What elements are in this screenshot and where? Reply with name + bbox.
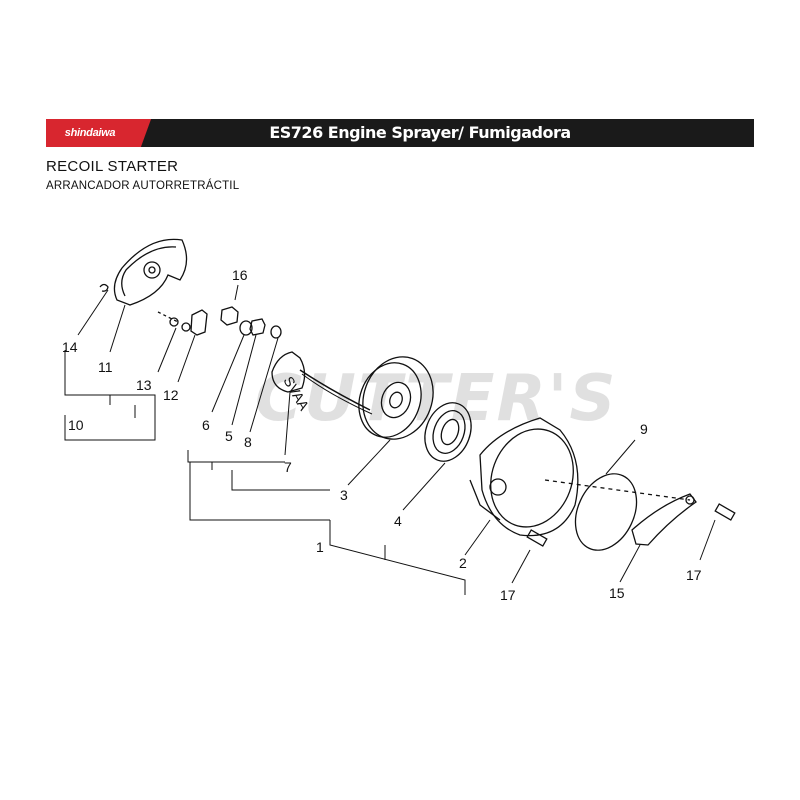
callout-15: 15 — [609, 585, 625, 601]
part-13-spring — [169, 317, 191, 332]
part-3-reel — [358, 356, 434, 440]
callout-7: 7 — [284, 459, 292, 475]
watermark: CUTTER'S — [255, 362, 618, 436]
callout-9: 9 — [640, 421, 648, 437]
part-17-screw-b — [714, 503, 736, 521]
part-16-nut — [220, 306, 239, 326]
callout-10: 10 — [68, 417, 84, 433]
callout-2: 2 — [459, 555, 467, 571]
callout-1: 1 — [316, 539, 324, 555]
callout-17a: 17 — [500, 587, 516, 603]
brand-logo: shindaiwa — [46, 119, 134, 147]
callout-4: 4 — [394, 513, 402, 529]
part-11-plate — [113, 238, 188, 306]
part-17-screw-a — [526, 529, 548, 547]
callout-14: 14 — [62, 339, 78, 355]
part-5-bolt — [249, 318, 266, 336]
part-4-spring — [424, 402, 472, 462]
part-12-pawl — [190, 309, 208, 336]
page-title: ES726 Engine Sprayer/ Fumigadora — [269, 123, 571, 142]
part-8-ring — [270, 325, 282, 339]
section-subtitle: ARRANCADOR AUTORRETRÁCTIL — [46, 180, 240, 192]
part-15-bracket — [631, 493, 697, 546]
part-2-case — [469, 417, 579, 537]
callout-3: 3 — [340, 487, 348, 503]
callout-13: 13 — [136, 377, 152, 393]
callout-16: 16 — [232, 267, 248, 283]
callout-11: 11 — [98, 359, 113, 375]
callout-6: 6 — [202, 417, 210, 433]
callout-12: 12 — [163, 387, 179, 403]
section-title: RECOIL STARTER — [46, 158, 179, 175]
part-6-washer — [239, 320, 253, 336]
callout-8: 8 — [244, 434, 252, 450]
callout-5: 5 — [225, 428, 233, 444]
part-9-cover — [574, 473, 638, 551]
title-bar: shindaiwa ES726 Engine Sprayer/ Fumigado… — [46, 119, 754, 147]
callout-17b: 17 — [686, 567, 702, 583]
handle-marking: SVAA — [280, 374, 312, 414]
part-14-clip — [99, 283, 109, 292]
